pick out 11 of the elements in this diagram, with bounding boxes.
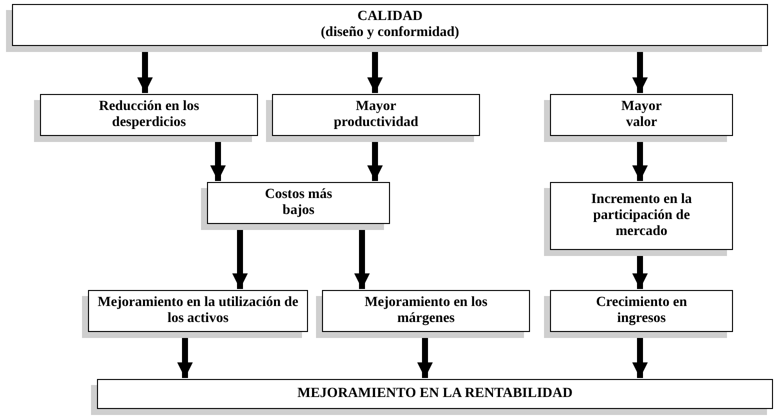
box-label: MEJORAMIENTO EN LA RENTABILIDAD <box>297 386 573 402</box>
box-label: Costos más bajos <box>264 187 334 219</box>
box-label: Mejoramiento en los márgenes <box>364 295 488 327</box>
box-label: Crecimiento en ingresos <box>594 295 688 327</box>
box-label: CALIDAD <box>357 9 423 25</box>
box-label: Mejoramiento en la utilización de los activos <box>96 295 300 327</box>
box-label: Mayor valor <box>620 99 663 131</box>
box-label: Mayor productividad <box>332 99 420 131</box>
box-label: Reducción en los desperdicios <box>98 99 200 131</box>
box-label: (diseño y conformidad) <box>320 25 460 41</box>
box-label: Incremento en la participación de mercado <box>590 192 693 240</box>
